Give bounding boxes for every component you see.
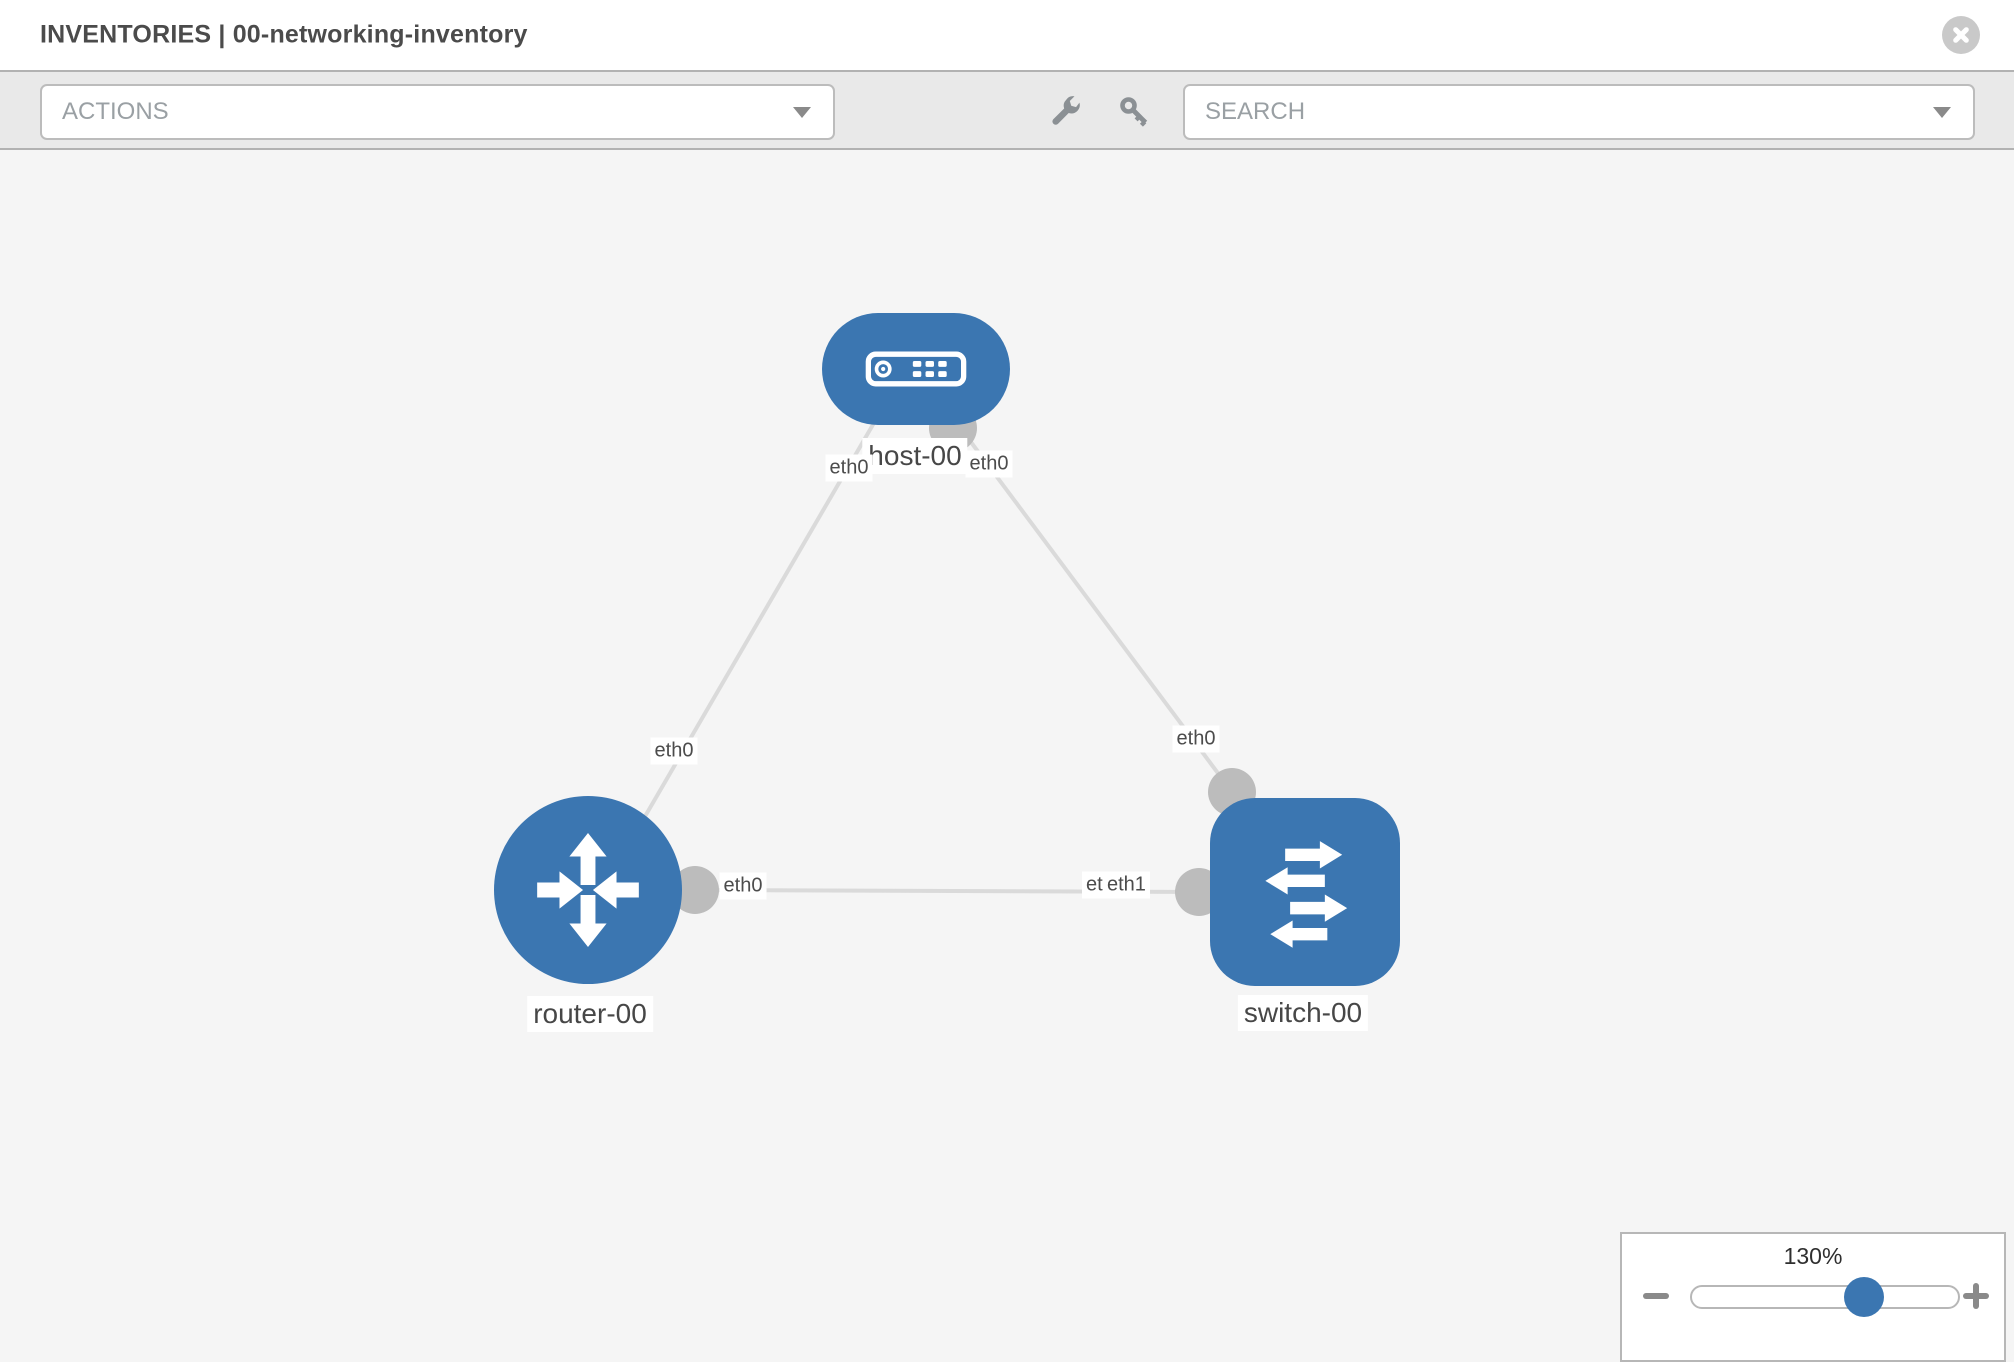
- close-button[interactable]: [1942, 16, 1980, 54]
- zoom-out-button[interactable]: [1638, 1278, 1674, 1314]
- key-icon: [1120, 97, 1148, 127]
- interface-label: eth1: [1103, 871, 1150, 899]
- router-icon: [537, 832, 639, 948]
- toolbar: ACTIONS SEARCH: [0, 70, 2014, 150]
- zoom-level: 130%: [1783, 1243, 1843, 1269]
- topology-edges: [638, 404, 1256, 916]
- zoom-slider-track[interactable]: [1690, 1285, 1960, 1309]
- node-switch-00[interactable]: [1210, 798, 1400, 986]
- node-router-00[interactable]: [494, 796, 682, 984]
- wrench-icon: [1052, 96, 1080, 125]
- chevron-down-icon: [1933, 107, 1951, 118]
- switch-icon: [1265, 841, 1348, 948]
- topology-canvas[interactable]: host-00 router-00 switch-00 eth0 eth0 et…: [0, 150, 2014, 1362]
- plus-icon: [1973, 1283, 1979, 1309]
- tools-button[interactable]: [1042, 89, 1088, 135]
- minus-icon: [1643, 1293, 1669, 1299]
- search-dropdown[interactable]: SEARCH: [1183, 84, 1975, 140]
- port-circle: [671, 866, 719, 914]
- close-icon: [1942, 16, 1980, 54]
- header: INVENTORIES | 00-networking-inventory: [0, 0, 2014, 70]
- actions-dropdown-label: ACTIONS: [62, 98, 169, 125]
- zoom-slider-thumb[interactable]: [1844, 1277, 1884, 1317]
- chevron-down-icon: [793, 107, 811, 118]
- search-dropdown-label: SEARCH: [1205, 98, 1306, 125]
- node-label-router-00: router-00: [527, 996, 653, 1032]
- interface-label: eth0: [1172, 725, 1220, 753]
- zoom-panel: 130%: [1620, 1232, 2006, 1362]
- zoom-in-button[interactable]: [1958, 1278, 1994, 1314]
- interface-label: eth0: [719, 872, 767, 900]
- host-icon: [865, 351, 967, 387]
- node-host-00[interactable]: [822, 313, 1010, 425]
- node-label-host-00: host-00: [862, 438, 968, 474]
- interface-label: eth0: [650, 737, 698, 765]
- interface-label: eth0: [825, 454, 873, 482]
- key-button[interactable]: [1112, 89, 1158, 135]
- interface-label: eth0: [965, 450, 1013, 478]
- actions-dropdown[interactable]: ACTIONS: [40, 84, 835, 140]
- node-label-switch-00: switch-00: [1237, 995, 1369, 1031]
- page-title: INVENTORIES | 00-networking-inventory: [40, 20, 528, 49]
